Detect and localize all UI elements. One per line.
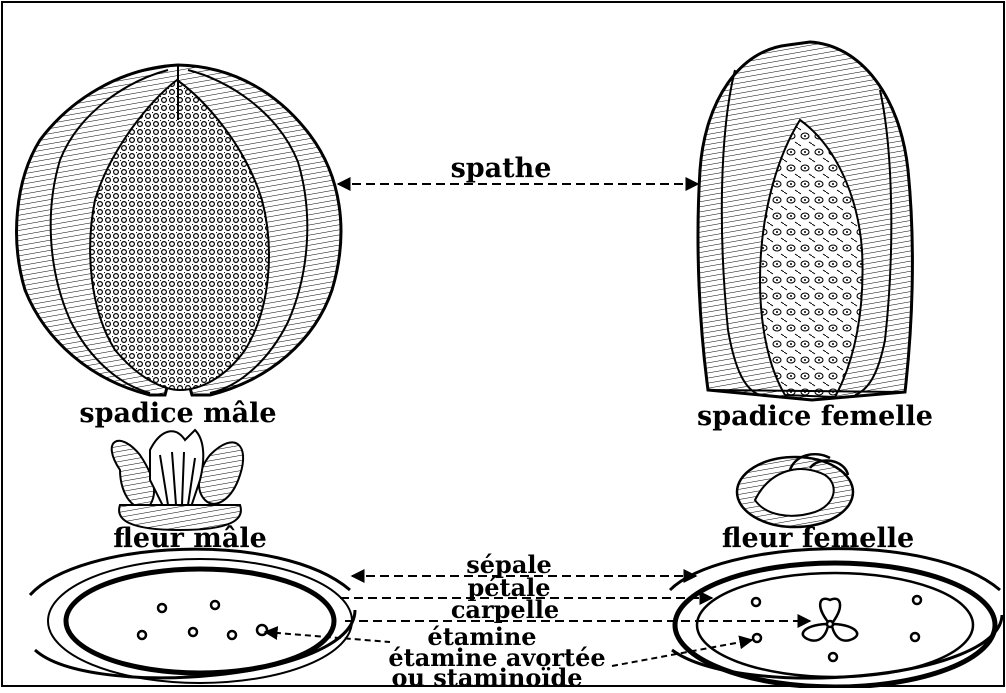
female-floral-diagram bbox=[670, 549, 1002, 687]
male-floral-diagram bbox=[30, 549, 355, 683]
male-flower-illustration bbox=[112, 430, 243, 530]
male-spadix-label: spadice mâle bbox=[79, 398, 276, 429]
female-flower-illustration bbox=[737, 454, 853, 527]
female-spadix-illustration bbox=[698, 42, 912, 400]
female-spadix-label: spadice femelle bbox=[697, 401, 933, 432]
male-spadix-illustration bbox=[17, 65, 341, 395]
spathe-label: spathe bbox=[451, 153, 552, 184]
aborted-stamen-label-line2: ou staminoïde bbox=[391, 663, 582, 688]
carpel-label: carpelle bbox=[451, 595, 559, 624]
